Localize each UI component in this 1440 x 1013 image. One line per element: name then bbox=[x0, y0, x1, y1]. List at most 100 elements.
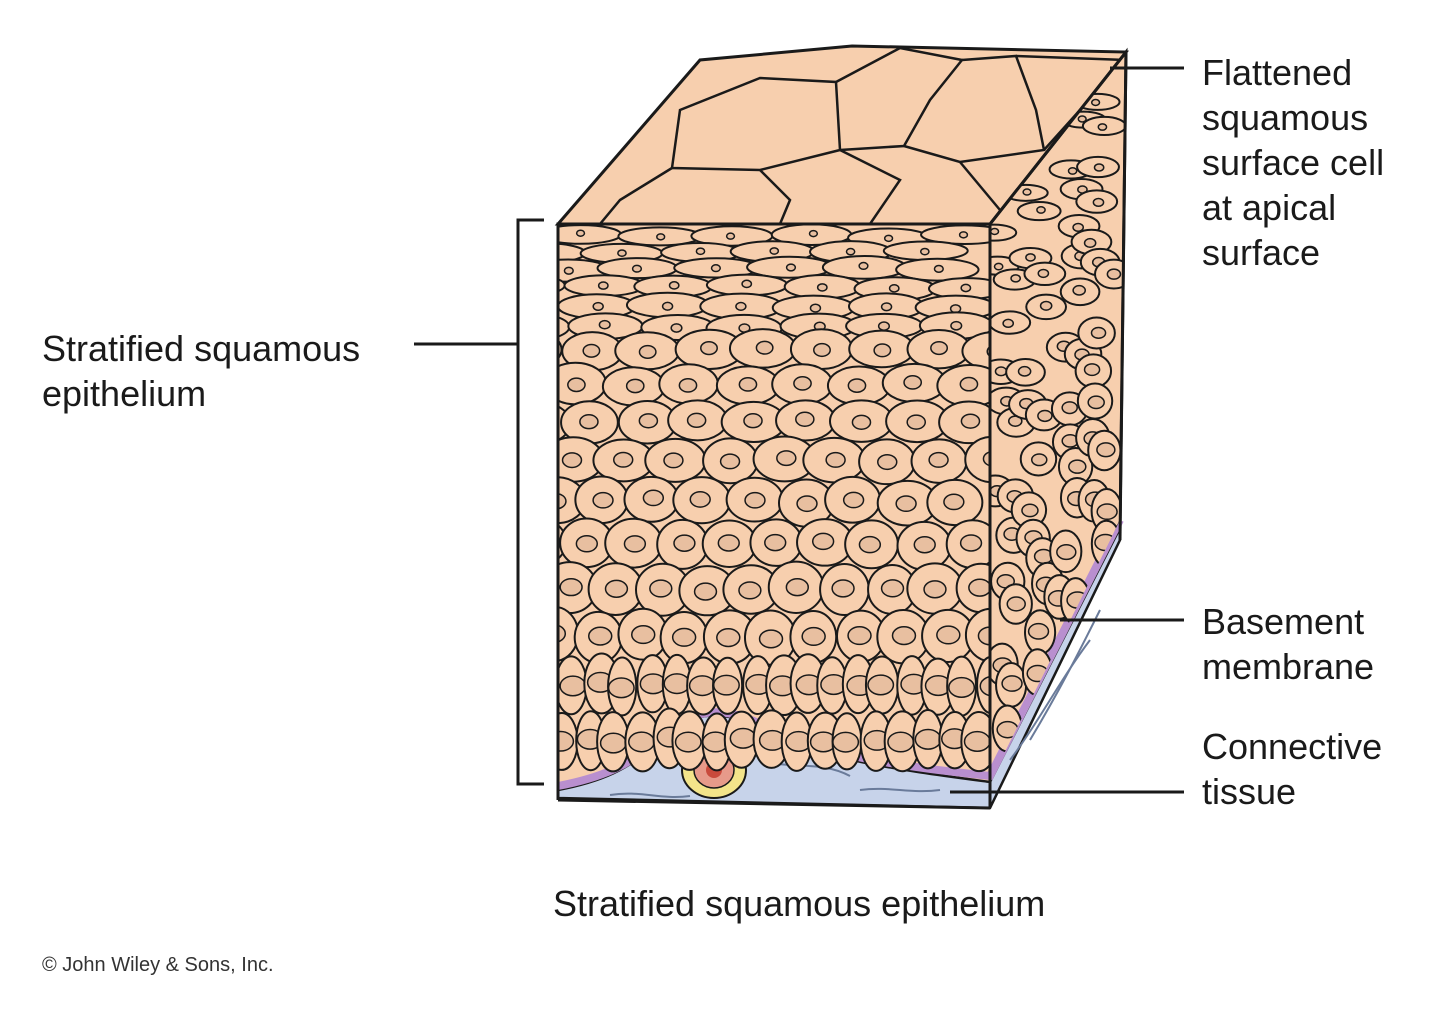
label-line: membrane bbox=[1202, 646, 1375, 687]
cell-nucleus bbox=[877, 453, 898, 471]
cell-nucleus bbox=[914, 728, 942, 750]
cell-nucleus bbox=[847, 378, 867, 393]
cell-nucleus bbox=[712, 674, 740, 696]
cell-nucleus bbox=[960, 283, 972, 293]
cell-nucleus bbox=[631, 264, 643, 273]
cell-nucleus bbox=[960, 413, 981, 429]
label-line: Basement bbox=[1202, 601, 1365, 642]
cell-nucleus bbox=[1083, 363, 1101, 377]
cell-nucleus bbox=[928, 451, 949, 468]
cell-nucleus bbox=[919, 247, 930, 256]
block-outline bbox=[556, 51, 1128, 800]
label-line: Connective bbox=[1202, 726, 1383, 767]
cell-nucleus bbox=[1002, 318, 1015, 329]
cell-nucleus bbox=[832, 731, 860, 753]
cell-nucleus bbox=[785, 578, 809, 597]
cell-nucleus bbox=[895, 495, 917, 513]
epithelial-cell bbox=[558, 605, 580, 663]
cell-nucleus bbox=[661, 301, 674, 311]
cell-nucleus bbox=[880, 302, 893, 312]
cell-nucleus bbox=[1106, 268, 1122, 280]
cell-nucleus bbox=[1068, 459, 1087, 474]
cell-nucleus bbox=[599, 732, 627, 754]
cell-nucleus bbox=[532, 415, 550, 429]
cell-nucleus bbox=[604, 579, 629, 598]
cell-nucleus bbox=[825, 451, 846, 468]
cell-nucleus bbox=[689, 491, 711, 508]
cell-nucleus bbox=[674, 731, 702, 753]
cell-nucleus bbox=[982, 450, 990, 467]
cell-nucleus bbox=[693, 582, 718, 601]
cell-nucleus bbox=[671, 627, 697, 647]
cell-nucleus bbox=[923, 580, 947, 599]
cell-nucleus bbox=[933, 264, 944, 273]
cell-nucleus bbox=[1061, 401, 1078, 415]
cell-nucleus bbox=[847, 625, 872, 646]
cell-nucleus bbox=[913, 535, 936, 554]
cell-nucleus bbox=[769, 247, 780, 255]
label-stratified-squamous-epithelium: Stratified squamous epithelium bbox=[42, 326, 360, 416]
cell-nucleus bbox=[950, 320, 963, 331]
cell-nucleus bbox=[1037, 268, 1050, 279]
cell-nucleus bbox=[1083, 237, 1097, 249]
cell-nucleus bbox=[522, 283, 531, 290]
cell-nucleus bbox=[993, 262, 1004, 271]
cell-nucleus bbox=[695, 247, 706, 256]
cell-nucleus bbox=[842, 491, 865, 509]
cell-nucleus bbox=[808, 229, 819, 238]
cell-nucleus bbox=[729, 727, 757, 749]
cell-nucleus bbox=[906, 414, 927, 430]
cell-nucleus bbox=[716, 628, 741, 648]
cell-nucleus bbox=[700, 341, 718, 356]
cell-nucleus bbox=[1097, 123, 1108, 131]
cell-nucleus bbox=[1090, 98, 1101, 107]
cell-nucleus bbox=[725, 232, 736, 240]
cell-nucleus bbox=[539, 251, 547, 257]
cell-nucleus bbox=[717, 534, 740, 552]
copyright-notice: © John Wiley & Sons, Inc. bbox=[42, 954, 274, 976]
cell-nucleus bbox=[887, 731, 915, 753]
cell-nucleus bbox=[623, 535, 647, 553]
cell-nucleus bbox=[1056, 544, 1077, 561]
cell-nucleus bbox=[979, 675, 990, 697]
cell-nucleus bbox=[1037, 409, 1053, 423]
cell-nucleus bbox=[668, 281, 680, 290]
label-connective-tissue: Connective tissue bbox=[1202, 724, 1382, 814]
cell-nucleus bbox=[592, 301, 604, 311]
cell-nucleus bbox=[741, 279, 753, 289]
cell-nucleus bbox=[758, 629, 784, 649]
cell-nucleus bbox=[845, 247, 856, 256]
cell-nucleus bbox=[968, 578, 990, 597]
cell-nucleus bbox=[1017, 365, 1032, 377]
cell-nucleus bbox=[930, 340, 949, 356]
cell-nucleus bbox=[638, 344, 657, 360]
cell-nucleus bbox=[625, 378, 645, 394]
cell-nucleus bbox=[813, 342, 831, 358]
cell-nucleus bbox=[858, 261, 869, 271]
cell-nucleus bbox=[607, 677, 635, 699]
epithelial-cell bbox=[961, 331, 990, 372]
label-basement-membrane: Basement membrane bbox=[1202, 599, 1374, 689]
epithelial-cell bbox=[976, 655, 990, 715]
cell-nucleus bbox=[575, 534, 598, 553]
cell-nucleus bbox=[642, 489, 665, 507]
cell-nucleus bbox=[744, 491, 766, 509]
cell-nucleus bbox=[738, 377, 758, 392]
label-apical-surface-cell: Flattened squamous surface cell at apica… bbox=[1202, 50, 1384, 275]
cell-nucleus bbox=[670, 323, 683, 333]
cell-nucleus bbox=[579, 414, 599, 430]
cell-nucleus bbox=[1067, 166, 1078, 175]
cell-nucleus bbox=[617, 249, 627, 257]
cell-nucleus bbox=[1096, 503, 1118, 521]
cell-nucleus bbox=[598, 319, 611, 330]
cell-nucleus bbox=[738, 581, 762, 600]
cell-nucleus bbox=[795, 411, 815, 427]
label-line: Flattened bbox=[1202, 52, 1353, 93]
cell-nucleus bbox=[796, 495, 818, 513]
cell-nucleus bbox=[567, 377, 586, 393]
cell-nucleus bbox=[1022, 188, 1032, 196]
cell-nucleus bbox=[743, 413, 763, 429]
cell-nucleus bbox=[1077, 115, 1087, 123]
cell-nucleus bbox=[628, 731, 655, 753]
